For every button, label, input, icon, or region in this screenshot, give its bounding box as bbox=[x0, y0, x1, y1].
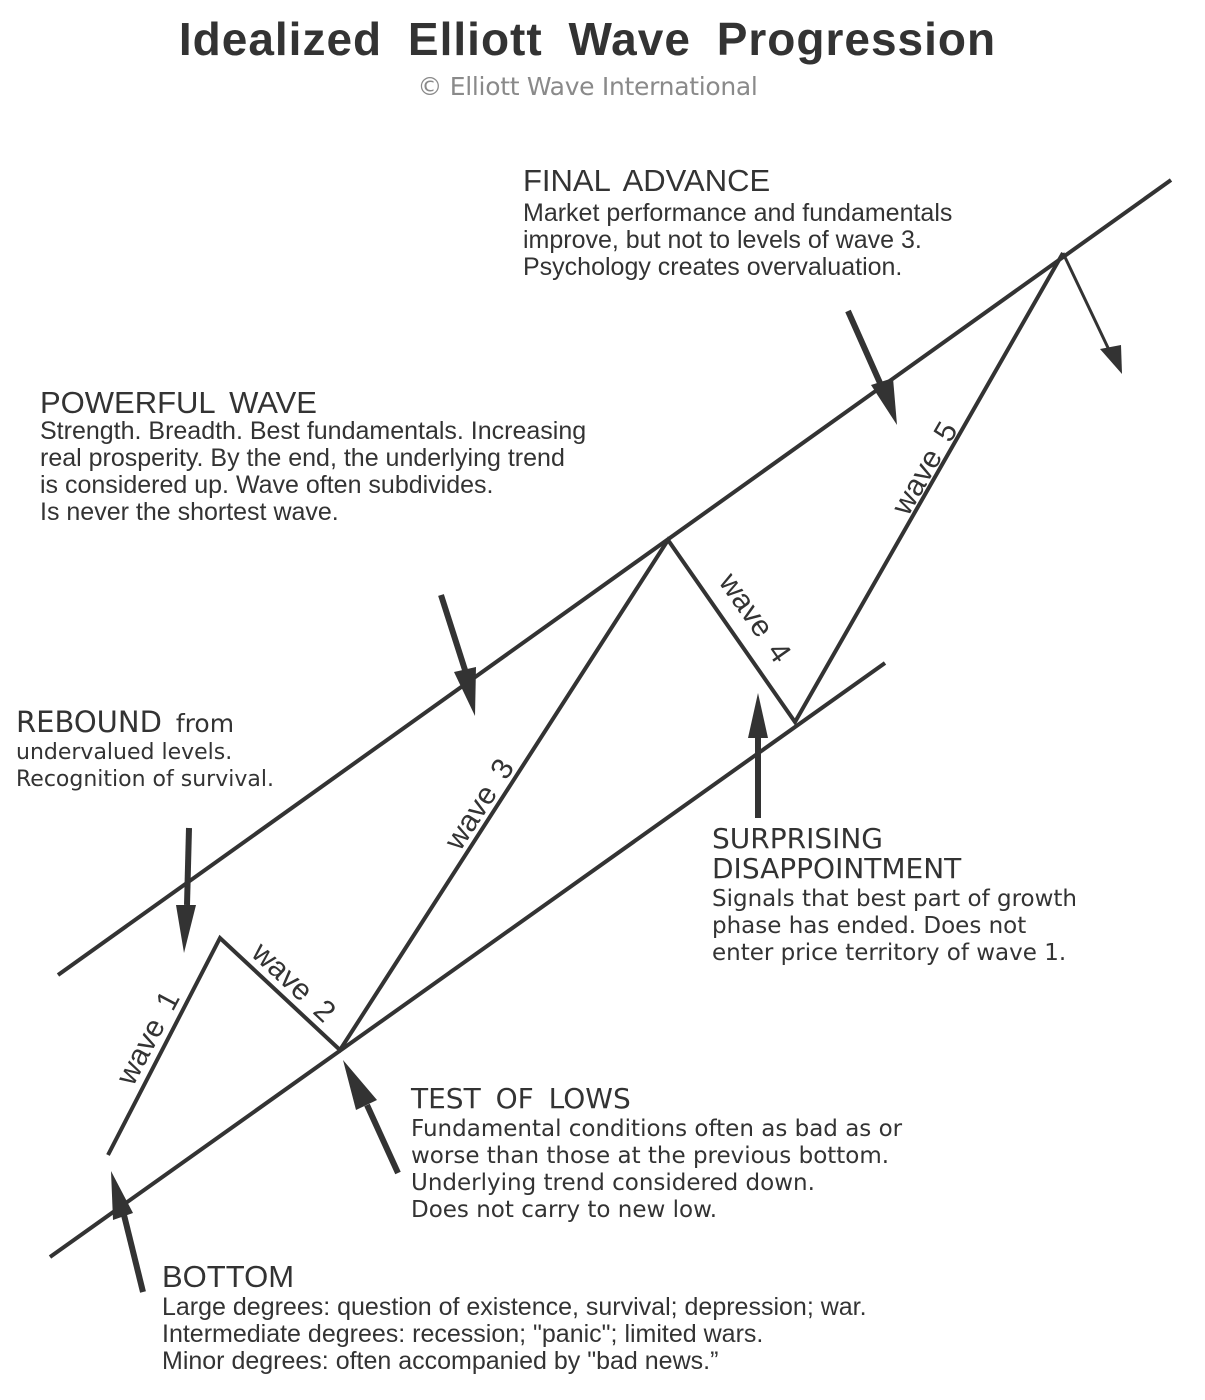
rebound-line: undervalued levels. bbox=[16, 740, 233, 765]
surprising-disappointment-annotation: SURPRISING DISAPPOINTMENT Signals that b… bbox=[712, 824, 1077, 967]
bottom-line: Minor degrees: often accompanied by "bad… bbox=[162, 1347, 719, 1375]
surprising-disappointment-line: enter price territory of wave 1. bbox=[712, 940, 1067, 966]
test-of-lows-annotation: TEST OF LOWS Fundamental conditions ofte… bbox=[411, 1084, 902, 1224]
final-advance-line: Psychology creates overvaluation. bbox=[523, 253, 903, 281]
powerful-wave-arrow bbox=[438, 594, 476, 716]
wave-3-label: wave 3 bbox=[438, 753, 521, 857]
surprising-disappointment-heading-2: DISAPPOINTMENT bbox=[712, 852, 962, 885]
copyright-subtitle: © Elliott Wave International bbox=[417, 72, 758, 101]
decline-arrow bbox=[1061, 252, 1122, 374]
test-of-lows-line: worse than those at the previous bottom. bbox=[411, 1143, 890, 1169]
wave-2-label: wave 2 bbox=[244, 935, 341, 1029]
test-of-lows-heading: TEST OF LOWS bbox=[411, 1082, 631, 1115]
powerful-wave-line: is considered up. Wave often subdivides. bbox=[40, 471, 494, 499]
final-advance-line: Market performance and fundamentals bbox=[523, 199, 953, 227]
diagram-title: Idealized Elliott Wave Progression bbox=[178, 13, 997, 65]
rebound-arrow bbox=[176, 827, 196, 953]
powerful-wave-line: real prosperity. By the end, the underly… bbox=[40, 444, 565, 472]
test-of-lows-line: Does not carry to new low. bbox=[411, 1197, 718, 1223]
surprising-disappointment-line: phase has ended. Does not bbox=[712, 913, 1027, 939]
rebound-line: Recognition of survival. bbox=[16, 767, 274, 792]
rebound-heading-suffix: from bbox=[161, 709, 235, 738]
surprising-disappointment-arrow bbox=[748, 693, 768, 818]
test-of-lows-line: Fundamental conditions often as bad as o… bbox=[411, 1116, 903, 1142]
powerful-wave-line: Strength. Breadth. Best fundamentals. In… bbox=[40, 417, 587, 445]
rebound-annotation: REBOUND from undervalued levels. Recogni… bbox=[16, 707, 274, 793]
test-of-lows-line: Underlying trend considered down. bbox=[411, 1170, 815, 1196]
test-of-lows-arrow bbox=[343, 1060, 401, 1175]
final-advance-annotation: FINAL ADVANCE Market performance and fun… bbox=[523, 163, 953, 281]
bottom-line: Large degrees: question of existence, su… bbox=[162, 1293, 867, 1321]
bottom-arrow bbox=[111, 1171, 146, 1293]
wave-path bbox=[106, 252, 1065, 1156]
lower-channel-line bbox=[48, 661, 887, 1259]
bottom-annotation: BOTTOM Large degrees: question of existe… bbox=[162, 1259, 867, 1375]
powerful-wave-heading: POWERFUL WAVE bbox=[40, 385, 317, 420]
bottom-heading: BOTTOM bbox=[162, 1259, 295, 1294]
final-advance-line: improve, but not to levels of wave 3. bbox=[523, 226, 922, 254]
surprising-disappointment-heading-1: SURPRISING bbox=[712, 822, 883, 855]
wave-5-label: wave 5 bbox=[885, 416, 965, 521]
bottom-line: Intermediate degrees: recession; "panic"… bbox=[162, 1320, 764, 1348]
final-advance-arrow bbox=[845, 309, 897, 425]
powerful-wave-annotation: POWERFUL WAVE Strength. Breadth. Best fu… bbox=[40, 385, 587, 526]
rebound-heading: REBOUND bbox=[16, 705, 162, 739]
powerful-wave-line: Is never the shortest wave. bbox=[40, 498, 339, 526]
surprising-disappointment-line: Signals that best part of growth bbox=[712, 886, 1078, 912]
upper-channel-line bbox=[56, 178, 1173, 977]
final-advance-heading: FINAL ADVANCE bbox=[523, 163, 771, 198]
